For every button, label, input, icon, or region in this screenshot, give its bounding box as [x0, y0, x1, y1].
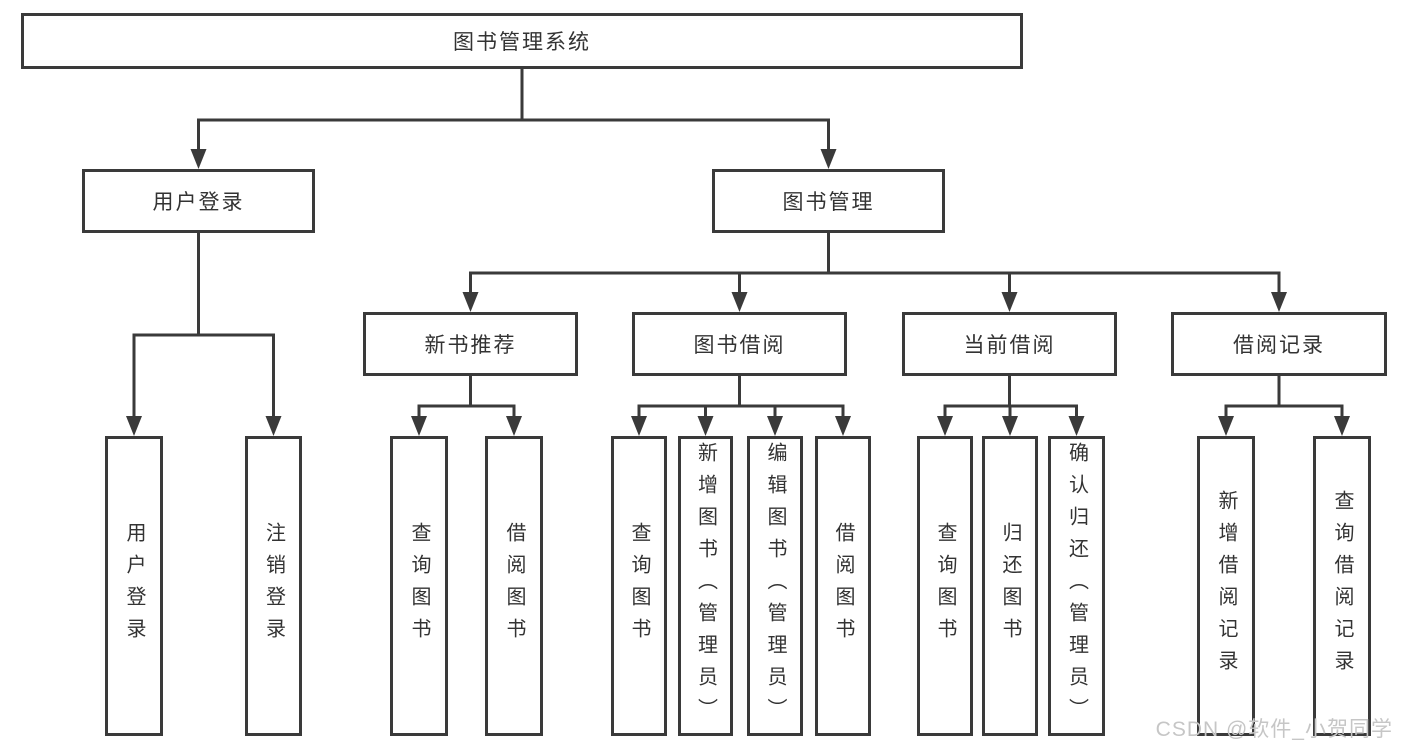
arrowhead-icon: [1068, 416, 1085, 436]
node-leaf-return-book: 归还图书: [982, 436, 1038, 736]
arrowhead-icon: [411, 416, 427, 436]
node-leaf-edit-book: 编辑图书（管理员）: [747, 436, 803, 736]
node-label-leaf-query-book-2: 查询图书: [628, 522, 650, 650]
arrowhead-icon: [835, 416, 851, 436]
node-label-leaf-borrow-book-1: 借阅图书: [503, 522, 525, 650]
arrowhead-icon: [1218, 416, 1234, 436]
arrowhead-icon: [462, 292, 479, 312]
node-leaf-query-book-1: 查询图书: [390, 436, 448, 736]
node-label-leaf-query-book-3: 查询图书: [934, 522, 956, 650]
node-leaf-add-borrow-record: 新增借阅记录: [1197, 436, 1255, 736]
node-book-management: 图书管理: [712, 169, 945, 233]
node-label-leaf-add-borrow-record: 新增借阅记录: [1215, 490, 1237, 682]
node-label-book-borrow: 图书借阅: [693, 334, 786, 357]
node-leaf-borrow-book-2: 借阅图书: [815, 436, 871, 736]
node-label-leaf-add-book: 新增图书（管理员）: [694, 442, 717, 730]
node-root: 图书管理系统: [21, 13, 1023, 69]
node-current-borrow: 当前借阅: [902, 312, 1117, 376]
node-label-leaf-edit-book: 编辑图书（管理员）: [764, 442, 786, 730]
node-label-leaf-borrow-book-2: 借阅图书: [832, 522, 854, 650]
arrowhead-icon: [1271, 292, 1287, 312]
node-leaf-borrow-book-1: 借阅图书: [485, 436, 543, 736]
node-label-book-management: 图书管理: [782, 191, 875, 214]
arrowhead-icon: [767, 416, 783, 436]
node-leaf-logout: 注销登录: [245, 436, 302, 736]
node-label-leaf-query-borrow-record: 查询借阅记录: [1331, 490, 1353, 682]
arrowhead-icon: [937, 416, 953, 436]
arrowhead-icon: [731, 292, 748, 312]
node-leaf-confirm-return: 确认归还（管理员）: [1048, 436, 1105, 736]
node-label-current-borrow: 当前借阅: [963, 334, 1056, 357]
node-borrow-records: 借阅记录: [1171, 312, 1387, 376]
node-new-book-recommend: 新书推荐: [363, 312, 578, 376]
node-label-leaf-logout: 注销登录: [262, 522, 285, 650]
node-leaf-query-book-3: 查询图书: [917, 436, 973, 736]
node-label-leaf-return-book: 归还图书: [999, 522, 1021, 650]
node-label-leaf-query-book-1: 查询图书: [408, 522, 430, 650]
arrowhead-icon: [631, 416, 647, 436]
node-leaf-query-borrow-record: 查询借阅记录: [1313, 436, 1371, 736]
node-label-new-book-recommend: 新书推荐: [424, 334, 517, 357]
arrowhead-icon: [697, 416, 714, 436]
arrowhead-icon: [1002, 416, 1018, 436]
arrowhead-icon: [820, 149, 837, 169]
node-label-borrow-records: 借阅记录: [1233, 334, 1325, 357]
node-leaf-user-login: 用户登录: [105, 436, 163, 736]
node-label-leaf-confirm-return: 确认归还（管理员）: [1065, 442, 1088, 730]
arrowhead-icon: [265, 416, 282, 436]
arrowhead-icon: [126, 416, 142, 436]
node-leaf-add-book: 新增图书（管理员）: [678, 436, 733, 736]
arrowhead-icon: [1001, 292, 1018, 312]
node-book-borrow: 图书借阅: [632, 312, 847, 376]
node-label-user-login: 用户登录: [152, 191, 245, 214]
arrowhead-icon: [506, 416, 522, 436]
arrowhead-icon: [1334, 416, 1350, 436]
node-label-root: 图书管理系统: [453, 31, 591, 54]
watermark: CSDN @软件_小贺同学: [1155, 718, 1393, 741]
node-user-login: 用户登录: [82, 169, 315, 233]
node-label-leaf-user-login: 用户登录: [123, 522, 145, 650]
node-leaf-query-book-2: 查询图书: [611, 436, 667, 736]
arrowhead-icon: [190, 149, 207, 169]
